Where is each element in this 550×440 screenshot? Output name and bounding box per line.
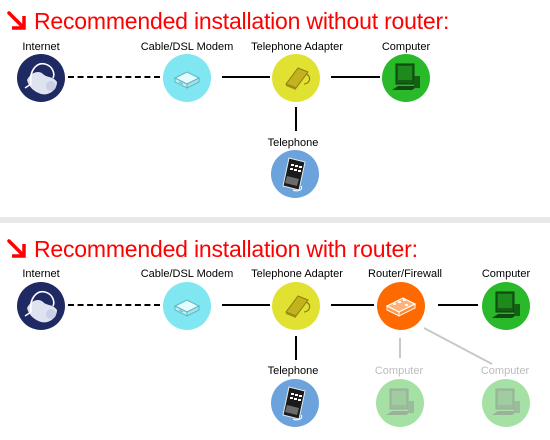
internet-node bbox=[17, 282, 65, 330]
connection-adapter-telephone bbox=[295, 336, 297, 360]
heading-text: Recommended installation with router: bbox=[34, 236, 418, 262]
computer-node-optional bbox=[376, 379, 424, 427]
label-computer: Computer bbox=[481, 268, 531, 280]
internet-node bbox=[17, 54, 65, 102]
section-separator bbox=[0, 217, 550, 223]
computer-icon bbox=[482, 282, 530, 330]
modem-node bbox=[163, 282, 211, 330]
label-internet: Internet bbox=[22, 268, 60, 280]
telephone-adapter-node bbox=[272, 54, 320, 102]
section-without-router: Recommended installation without router:… bbox=[0, 0, 550, 215]
label-modem: Cable/DSL Modem bbox=[140, 41, 234, 53]
telephone-icon bbox=[271, 379, 319, 427]
computer-node-optional bbox=[482, 379, 530, 427]
telephone-adapter-icon bbox=[272, 282, 320, 330]
connection-modem-adapter bbox=[222, 304, 270, 306]
telephone-icon bbox=[271, 150, 319, 198]
label-telephone-adapter: Telephone Adapter bbox=[251, 41, 343, 53]
connection-router-computer bbox=[438, 304, 478, 306]
computer-node bbox=[482, 282, 530, 330]
label-modem: Cable/DSL Modem bbox=[140, 268, 234, 280]
heading-text: Recommended installation without router: bbox=[34, 8, 450, 34]
label-internet: Internet bbox=[22, 41, 60, 53]
modem-icon bbox=[163, 282, 211, 330]
label-computer-optional: Computer bbox=[480, 365, 530, 377]
router-node bbox=[377, 282, 425, 330]
connection-adapter-router bbox=[331, 304, 374, 306]
connection-adapter-computer bbox=[331, 76, 380, 78]
section-with-router: Recommended installation with router: In… bbox=[0, 228, 550, 440]
arrow-down-right-icon bbox=[7, 239, 26, 258]
computer-icon bbox=[482, 379, 530, 427]
arrow-down-right-icon bbox=[7, 11, 26, 30]
connection-internet-modem bbox=[68, 76, 160, 78]
section-heading: Recommended installation with router: bbox=[6, 234, 418, 264]
connection-router-computer-optional bbox=[423, 327, 493, 365]
connection-modem-adapter bbox=[222, 76, 270, 78]
label-computer-optional: Computer bbox=[374, 365, 424, 377]
label-telephone-adapter: Telephone Adapter bbox=[251, 268, 343, 280]
label-telephone: Telephone bbox=[267, 365, 319, 377]
label-telephone: Telephone bbox=[267, 137, 319, 149]
computer-icon bbox=[376, 379, 424, 427]
connection-adapter-telephone bbox=[295, 107, 297, 131]
globe-icon bbox=[17, 54, 65, 102]
label-computer: Computer bbox=[381, 41, 431, 53]
telephone-node bbox=[271, 379, 319, 427]
section-heading: Recommended installation without router: bbox=[6, 6, 449, 36]
router-icon bbox=[377, 282, 425, 330]
telephone-adapter-node bbox=[272, 282, 320, 330]
globe-icon bbox=[17, 282, 65, 330]
telephone-adapter-icon bbox=[272, 54, 320, 102]
modem-node bbox=[163, 54, 211, 102]
connection-router-computer-optional bbox=[399, 338, 401, 358]
computer-icon bbox=[382, 54, 430, 102]
connection-internet-modem bbox=[68, 304, 160, 306]
modem-icon bbox=[163, 54, 211, 102]
computer-node bbox=[382, 54, 430, 102]
label-router-firewall: Router/Firewall bbox=[368, 268, 442, 280]
telephone-node bbox=[271, 150, 319, 198]
